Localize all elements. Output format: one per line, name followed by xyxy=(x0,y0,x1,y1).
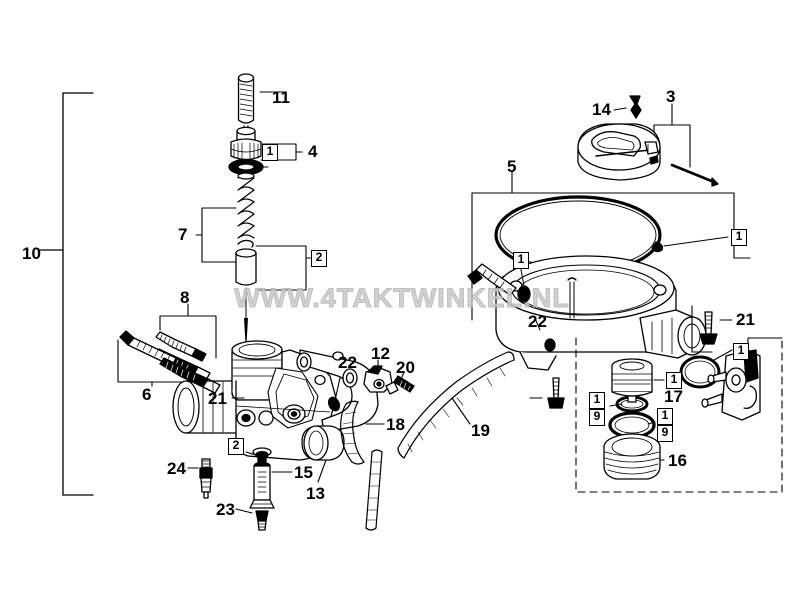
part-15-drain-tube xyxy=(249,461,275,509)
callout-5: 5 xyxy=(507,157,517,176)
callout-21-left: 21 xyxy=(208,389,227,408)
part-19-oring-small xyxy=(615,395,649,413)
boxed-ref-1-oring2: 1 xyxy=(657,408,673,425)
part-22-right-oring xyxy=(517,285,556,352)
part-17-jet-holder xyxy=(611,358,653,397)
callout-22-right: 22 xyxy=(528,312,547,331)
leader-20 xyxy=(401,371,405,378)
part-2-needle-assembly xyxy=(235,239,257,352)
part-7-spring xyxy=(237,172,255,239)
part-23-bolt xyxy=(255,510,269,531)
leader-1-oring-right xyxy=(713,349,733,361)
callout-24: 24 xyxy=(167,459,186,478)
part-body-nipple xyxy=(314,351,344,386)
callout-11: 11 xyxy=(272,88,290,107)
callout-22-left: 22 xyxy=(338,353,357,372)
callout-17: 17 xyxy=(664,387,683,406)
callout-13: 13 xyxy=(306,484,325,503)
callout-3: 3 xyxy=(666,87,676,106)
part-21-bolt-left xyxy=(547,377,565,409)
part-6-screw-b xyxy=(159,357,221,394)
leader-14 xyxy=(613,107,627,111)
callout-14: 14 xyxy=(592,100,611,119)
part-3-pin xyxy=(670,163,719,187)
part-11-jet-needle xyxy=(237,73,255,133)
callout-4: 4 xyxy=(308,142,318,161)
leader-22-right xyxy=(533,315,541,331)
boxed-ref-9-oring2: 9 xyxy=(657,425,673,442)
boxed-ref-9-oring1: 9 xyxy=(589,409,605,426)
bracket-8 xyxy=(159,303,217,359)
part-24-sensor xyxy=(199,458,213,499)
part-top-cap xyxy=(577,123,661,181)
callout-23: 23 xyxy=(216,500,235,519)
boxed-ref-1-top: 1 xyxy=(262,144,278,161)
bracket-bottom-right xyxy=(575,335,783,493)
callout-12: 12 xyxy=(371,344,390,363)
part-carb-right-body xyxy=(495,255,707,371)
part-13-cap xyxy=(301,425,345,461)
part-8-pilot-screw xyxy=(155,331,207,362)
leader-19-oring-small xyxy=(609,403,623,407)
callout-19: 19 xyxy=(471,421,490,440)
part-14-clip xyxy=(629,95,642,119)
part-18-hose-straight xyxy=(365,449,383,531)
part-19-fuel-hose xyxy=(397,351,515,459)
boxed-ref-2-lower: 2 xyxy=(228,438,244,455)
leader-22-left xyxy=(335,377,341,397)
part-fuel-tap xyxy=(701,349,761,421)
bracket-21-right xyxy=(691,305,713,353)
part-21-bolt-right xyxy=(699,311,718,345)
callout-15: 15 xyxy=(294,463,313,482)
bracket-10 xyxy=(39,92,94,496)
boxed-ref-1-left: 1 xyxy=(513,252,529,269)
callout-18: 18 xyxy=(386,415,405,434)
part-4-needle-holder xyxy=(228,126,264,176)
boxed-ref-1-17: 1 xyxy=(666,372,682,389)
part-left-jet xyxy=(467,263,517,296)
callout-8: 8 xyxy=(180,288,190,307)
boxed-ref-1-ring: 1 xyxy=(731,229,747,246)
bracket-6 xyxy=(117,339,193,387)
part-2-lower-plug xyxy=(255,450,269,463)
boxed-ref-2-upper: 2 xyxy=(311,250,327,267)
leader-23 xyxy=(235,508,253,514)
leader-13 xyxy=(317,459,327,483)
callout-7: 7 xyxy=(178,225,188,244)
bracket-7 xyxy=(195,207,237,263)
part-12-cable-holder xyxy=(363,365,393,393)
leader-19 xyxy=(451,397,471,425)
leader-19-oring-large xyxy=(647,421,656,425)
callout-10: 10 xyxy=(22,244,41,263)
callout-16: 16 xyxy=(668,451,687,470)
part-22-left-clip xyxy=(327,396,341,412)
leader-1-oring xyxy=(663,236,729,247)
callout-20: 20 xyxy=(396,358,415,377)
part-16-bowl-nut xyxy=(603,433,661,480)
boxed-ref-1-oring1: 1 xyxy=(589,392,605,409)
leader-2-lower xyxy=(245,451,257,456)
part-20-bolt xyxy=(385,375,415,395)
callout-21-right: 21 xyxy=(736,310,755,329)
boxed-ref-1-clamp: 1 xyxy=(733,343,749,360)
part-18-hose-short xyxy=(340,400,365,465)
bracket-2-upper xyxy=(255,245,313,291)
callout-6: 6 xyxy=(142,385,152,404)
